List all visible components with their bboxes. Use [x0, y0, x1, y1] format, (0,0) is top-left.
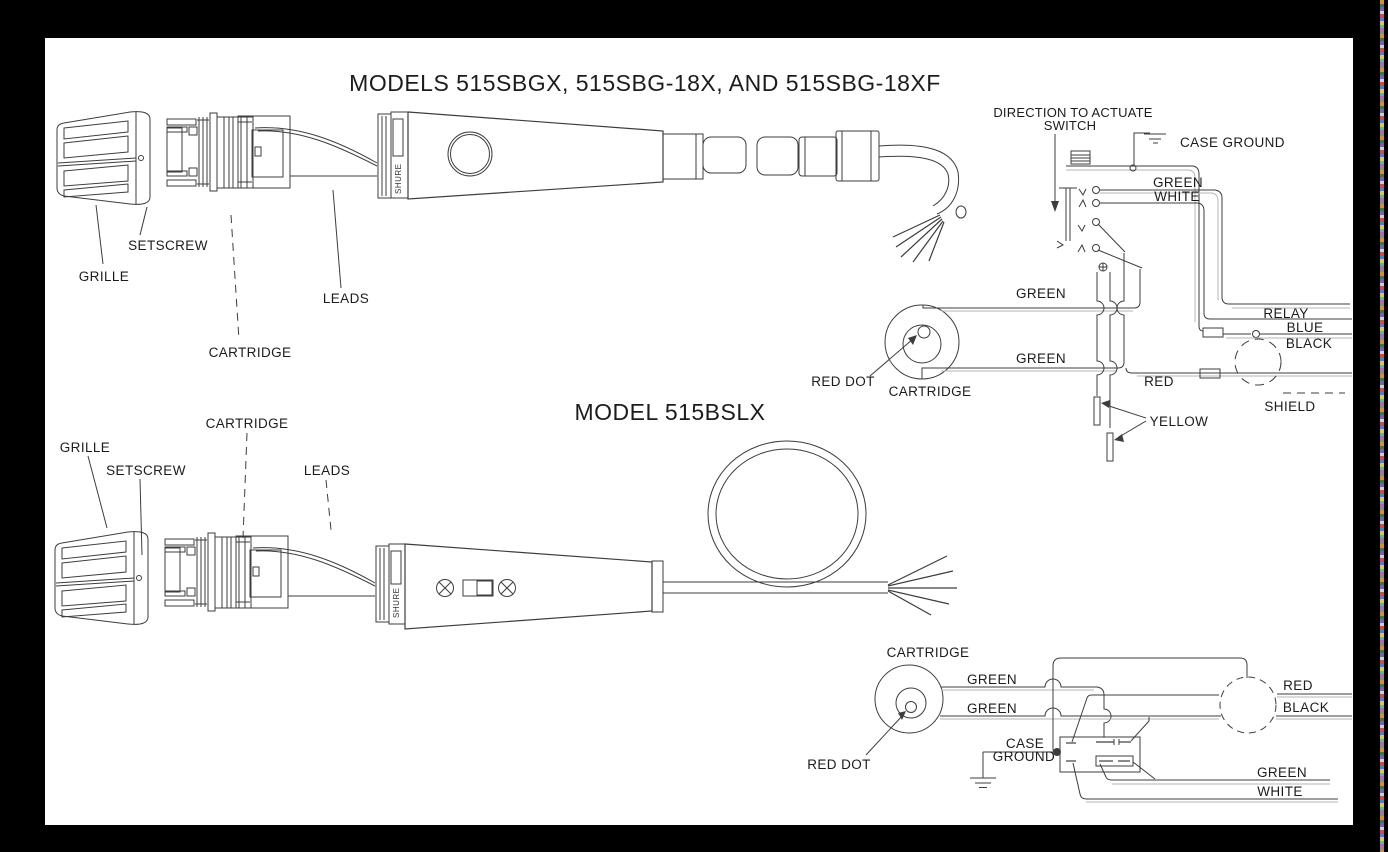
bottom-red-label: RED [1283, 678, 1313, 693]
red-dot-arrowhead-top [908, 335, 917, 345]
top-white-wire-label: WHITE [1154, 189, 1200, 204]
top-wiring-cartridge-label: CARTRIDGE [889, 384, 972, 399]
top-black-label: BLACK [1286, 336, 1332, 351]
yellow-arrowhead-1 [1101, 400, 1110, 408]
bottom-ground-label: GROUND [993, 749, 1055, 764]
top-mic-labels: GRILLE SETSCREW CARTRIDGE LEADS [79, 189, 369, 360]
bottom-white-label: WHITE [1257, 784, 1303, 799]
top-cart-green2-label: GREEN [1016, 351, 1066, 366]
edge-noise-strip [1380, 0, 1384, 852]
bottom-mic-drawing: SHURE [375, 440, 957, 630]
yellow-arrowhead-2 [1114, 434, 1124, 442]
bottom-wiring-diagram: CARTRIDGE RED DOT GREEN GREEN CASE GROUN… [807, 645, 1352, 803]
bottom-mic-labels: GRILLE SETSCREW CARTRIDGE LEADS [60, 416, 350, 556]
top-wiring-diagram: DIRECTION TO ACTUATE SWITCH CASE GROUND [811, 105, 1352, 462]
top-red-dot-label: RED DOT [811, 374, 875, 389]
bottom-black-label: BLACK [1283, 700, 1329, 715]
shield-label: SHIELD [1264, 399, 1315, 414]
yellow-label: YELLOW [1150, 414, 1209, 429]
brand-logo-top: SHURE [394, 163, 403, 194]
relay-label: RELAY [1263, 306, 1308, 321]
bottom-title: MODEL 515BSLX [574, 399, 765, 425]
top-cartridge-label: CARTRIDGE [209, 345, 292, 360]
red-dot-arrowhead-bottom [898, 711, 906, 720]
top-mic-drawing: SHURE [377, 111, 967, 263]
top-case-ground-label: CASE GROUND [1180, 135, 1285, 150]
bottom-green-out-label: GREEN [1257, 765, 1307, 780]
top-cart-green1-label: GREEN [1016, 286, 1066, 301]
bottom-setscrew-label: SETSCREW [106, 463, 186, 478]
bottom-case-label: CASE [1006, 736, 1044, 751]
direction-label-line2: SWITCH [1044, 118, 1096, 133]
drawing-canvas [45, 38, 1353, 825]
bottom-green2-label: GREEN [967, 701, 1017, 716]
brand-logo-bottom: SHURE [392, 587, 401, 618]
bottom-green1-label: GREEN [967, 672, 1017, 687]
top-red-label: RED [1144, 374, 1174, 389]
bottom-grille-label: GRILLE [60, 440, 110, 455]
top-grille-label: GRILLE [79, 269, 129, 284]
bottom-wiring-cartridge-label: CARTRIDGE [887, 645, 970, 660]
top-green-wire-label: GREEN [1153, 175, 1203, 190]
top-leads-label: LEADS [323, 291, 369, 306]
direction-label-line1: DIRECTION TO ACTUATE [993, 105, 1152, 120]
direction-arrowhead [1051, 201, 1059, 212]
bottom-leads-label: LEADS [304, 463, 350, 478]
top-setscrew-label: SETSCREW [128, 238, 208, 253]
top-title: MODELS 515SBGX, 515SBG-18X, AND 515SBG-1… [349, 70, 941, 96]
bottom-cartridge-label: CARTRIDGE [206, 416, 289, 431]
case-ground-junction-dot [1053, 748, 1061, 756]
blue-label: BLUE [1287, 320, 1324, 335]
bottom-red-dot-label: RED DOT [807, 757, 871, 772]
